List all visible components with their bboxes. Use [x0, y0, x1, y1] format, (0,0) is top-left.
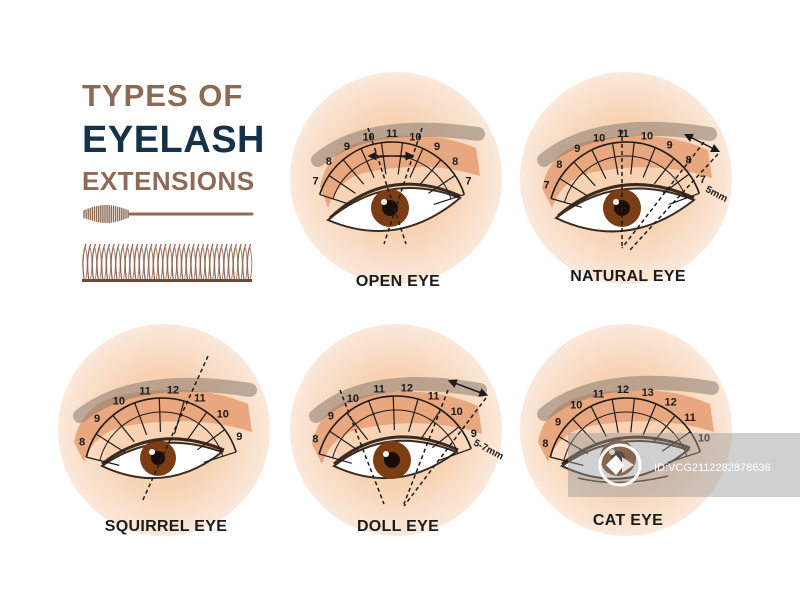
lash-length-label: 9: [471, 428, 477, 440]
lash-length-label: 10: [570, 400, 582, 412]
lash-length-label: 9: [344, 141, 350, 153]
lash-length-label: 8: [79, 437, 85, 449]
lash-length-label: 9: [555, 417, 561, 429]
lash-length-label: 11: [617, 128, 629, 140]
lash-length-label: 9: [236, 431, 242, 443]
lash-length-label: 10: [451, 406, 463, 418]
lash-length-label: 9: [666, 140, 672, 152]
lash-length-label: 10: [698, 433, 710, 445]
lash-length-label: 11: [428, 390, 440, 402]
lash-length-label: 7: [313, 176, 319, 188]
lash-length-label: 7: [700, 174, 706, 186]
lash-length-label: 9: [94, 413, 100, 425]
watermark-logo-icon: [598, 443, 642, 487]
lash-length-label: 10: [113, 395, 125, 407]
lash-length-label: 13: [642, 387, 654, 399]
lash-length-label: 10: [217, 409, 229, 421]
lash-length-label: 8: [312, 433, 318, 445]
lash-length-label: 9: [574, 143, 580, 155]
lash-length-label: 11: [593, 388, 605, 400]
lash-length-label: 8: [452, 156, 458, 168]
lash-length-label: 11: [386, 128, 398, 140]
lash-length-label: 11: [684, 412, 696, 424]
lash-length-label: 8: [542, 438, 548, 450]
lash-length-label: 11: [194, 393, 206, 405]
lash-length-label: 10: [409, 131, 421, 143]
title-line-2: EYELASH: [82, 119, 265, 161]
watermark-id: ID:VCG2112282878636: [654, 462, 771, 474]
lash-length-label: 8: [686, 155, 692, 167]
lash-length-label: 8: [556, 159, 562, 171]
lash-length-label: 7: [543, 180, 549, 192]
lash-length-label: 11: [139, 386, 151, 398]
lash-length-label: 12: [617, 384, 629, 396]
lash-length-label: 11: [373, 384, 385, 396]
lash-length-label: 7: [465, 176, 471, 188]
lash-length-label: 9: [434, 141, 440, 153]
lash-length-label: 12: [665, 396, 677, 408]
title-line-1: TYPES OF: [82, 78, 244, 113]
lash-length-label: 8: [326, 156, 332, 168]
card-label: NATURAL EYE: [570, 268, 686, 285]
lash-length-label: 9: [328, 410, 334, 422]
card-label: OPEN EYE: [355, 273, 441, 290]
lash-length-label: 10: [362, 131, 374, 143]
lash-length-label: 10: [347, 393, 359, 405]
card-label: DOLL EYE: [356, 518, 440, 535]
lash-length-label: 12: [167, 385, 179, 397]
lash-length-label: 10: [641, 131, 653, 143]
watermark-overlay: ID:VCG2112282878636: [568, 433, 800, 497]
title-line-3: EXTENSIONS: [82, 166, 255, 196]
card-label: CAT EYE: [592, 512, 664, 529]
card-label: SQUIRREL EYE: [104, 518, 228, 535]
lash-length-label: 10: [593, 132, 605, 144]
lash-length-label: 12: [401, 383, 413, 395]
lash-decoration: [82, 205, 254, 282]
lash-strip-icon: [82, 243, 253, 282]
mascara-wand-icon: [83, 205, 254, 223]
